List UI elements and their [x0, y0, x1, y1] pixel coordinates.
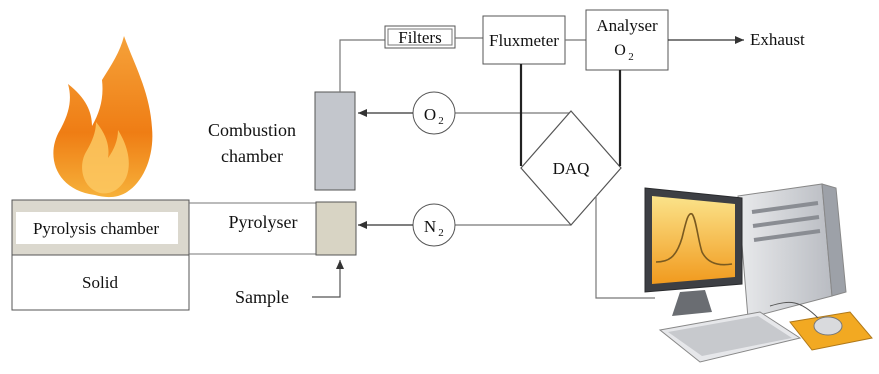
fluxmeter-box	[482, 15, 566, 65]
n2-subscript: 2	[438, 227, 444, 239]
analyser-label: Analyser	[596, 16, 658, 35]
pyrolysis-chamber-label: Pyrolysis chamber	[33, 219, 159, 238]
daq-to-computer-wire	[595, 196, 655, 299]
pipe-combustion-to-filters	[339, 39, 385, 92]
filters-label: Filters	[398, 28, 441, 47]
flame-icon	[53, 36, 153, 198]
analyser-gas-subscript: 2	[628, 51, 634, 63]
n2-label: N	[424, 217, 436, 236]
combustion-label-line1: Combustion	[208, 120, 296, 140]
pyrolyser-unit	[315, 201, 357, 256]
sample-arrow	[312, 260, 344, 298]
pyrolysis-chamber-block: Pyrolysis chamber Solid	[11, 199, 190, 311]
combustion-chamber-unit	[314, 91, 356, 191]
exhaust-label: Exhaust	[750, 30, 805, 49]
fluxmeter-label: Fluxmeter	[489, 31, 559, 50]
analyser-gas-label: O	[614, 42, 626, 59]
computer-icon	[644, 183, 873, 363]
sample-label: Sample	[235, 287, 289, 307]
o2-subscript: 2	[438, 115, 444, 127]
analyser-box	[585, 9, 669, 71]
filters-box: Filters	[384, 25, 456, 49]
combustion-label-line2: chamber	[221, 146, 283, 166]
solid-label: Solid	[82, 273, 118, 292]
daq-label: DAQ	[553, 159, 590, 178]
o2-label: O	[424, 105, 436, 124]
pyrolyser-label: Pyrolyser	[229, 212, 298, 232]
